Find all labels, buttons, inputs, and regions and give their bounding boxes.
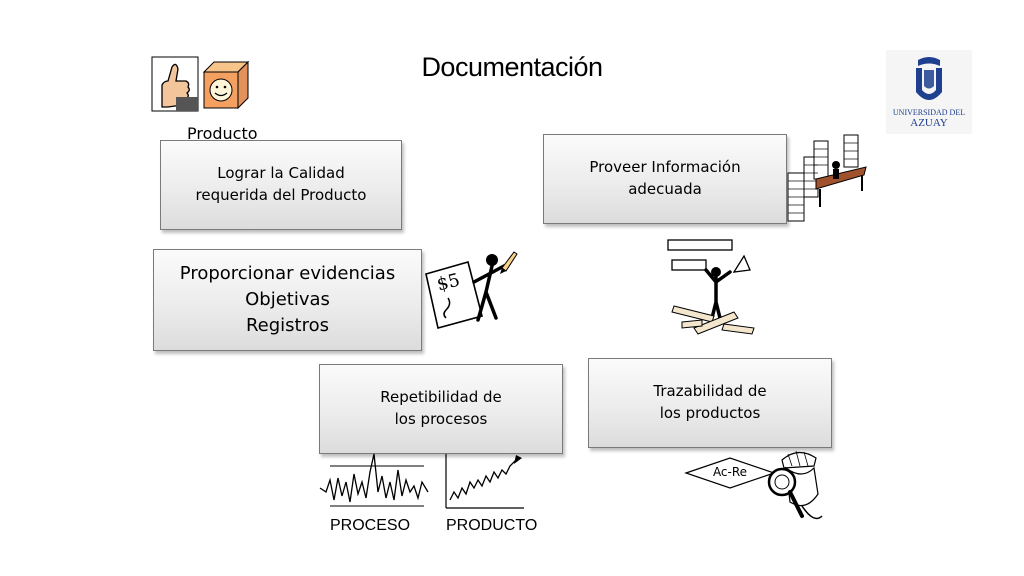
evidencias-box: Proporcionar evidencias Objetivas Regist… — [153, 249, 422, 351]
trazabilidad-line2: los productos — [659, 404, 761, 422]
repetibilidad-box: Repetibilidad de los procesos — [319, 364, 563, 454]
trazabilidad-line1: Trazabilidad de — [653, 382, 767, 401]
trazabilidad-box: Trazabilidad de los productos — [588, 358, 832, 448]
page-title: Documentación — [421, 52, 603, 82]
repetibilidad-line2: los procesos — [394, 410, 488, 428]
producto-caption: PRODUCTO — [446, 517, 538, 534]
producto-label: Producto — [187, 124, 258, 143]
desk-paper-stacks-icon — [787, 134, 867, 222]
evidencias-line3: Registros — [245, 315, 330, 337]
informacion-box: Proveer Información adecuada — [543, 134, 787, 224]
presenter-figure-icon — [667, 239, 755, 335]
calidad-line1: Lograr la Calidad — [217, 164, 345, 183]
logo-line1: UNIVERSIDAD DEL — [892, 108, 966, 117]
calidad-box: Lograr la Calidad requerida del Producto — [160, 140, 402, 230]
evidencias-line1: Proporcionar evidencias — [179, 262, 396, 284]
evidencias-line2: Objetivas — [245, 288, 330, 310]
calidad-line2: requerida del Producto — [195, 186, 367, 204]
thumbs-up-icon — [151, 56, 199, 112]
informacion-line2: adecuada — [628, 180, 702, 198]
process-waveform-icon — [319, 453, 429, 507]
logo-emblem-icon — [886, 50, 972, 134]
writing-figure-icon — [425, 251, 518, 329]
university-logo: UNIVERSIDAD DEL AZUAY — [886, 50, 972, 134]
repetibilidad-line1: Repetibilidad de — [380, 388, 502, 407]
detective-magnifier-icon — [767, 450, 823, 520]
acre-label: Ac-Re — [712, 465, 748, 479]
informacion-line1: Proveer Información — [589, 158, 741, 177]
proceso-caption: PROCESO — [330, 517, 411, 534]
product-growth-icon — [445, 454, 524, 509]
smiley-box-icon — [202, 60, 250, 110]
logo-line2: AZUAY — [910, 117, 948, 129]
